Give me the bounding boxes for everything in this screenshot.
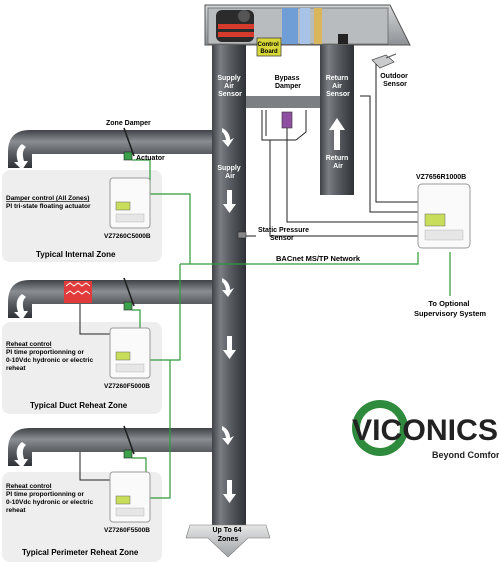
sensor-wiring bbox=[79, 64, 418, 481]
zone-controller-perimeter-reheat bbox=[109, 471, 151, 523]
air-handling-unit bbox=[204, 4, 411, 57]
supply-flow-arrows bbox=[222, 128, 236, 503]
bypass-damper-label: Bypass Damper bbox=[275, 75, 302, 90]
static-pressure-label: Static Pressure Sensor bbox=[258, 227, 311, 242]
zone-controller-internal bbox=[109, 177, 151, 229]
up-to-zones-label: Up To 64 Zones bbox=[213, 527, 244, 543]
main-controller bbox=[417, 183, 471, 249]
actuator-label: Actuator bbox=[136, 155, 165, 162]
control-board-label: Control Board bbox=[258, 42, 281, 55]
main-controller-model: VZ7656R1000B bbox=[416, 174, 466, 181]
zone-duct-perimeter-reheat bbox=[8, 428, 212, 466]
zone-duct-internal bbox=[8, 130, 212, 168]
zone-duct-reheat-title: Typical Duct Reheat Zone bbox=[30, 401, 128, 410]
logo-name: VICONICS bbox=[352, 414, 498, 447]
zone-damper-perimeter-reheat bbox=[123, 425, 135, 455]
outdoor-sensor-icon bbox=[371, 53, 397, 69]
reheat-coil bbox=[64, 281, 92, 303]
supply-air-label: Supply Air bbox=[217, 165, 242, 180]
zone-duct-duct-reheat bbox=[8, 280, 212, 318]
return-air-label: Return Air bbox=[326, 155, 351, 170]
zone-damper-internal bbox=[123, 127, 135, 157]
supervisory-label: To Optional Supervisory System bbox=[414, 299, 486, 318]
actuator-duct-reheat bbox=[123, 301, 133, 311]
bacnet-network-label: BACnet MS/TP Network bbox=[276, 254, 361, 263]
zone-perimeter-reheat-model: VZ7260F5500B bbox=[104, 527, 150, 534]
zone-damper-duct-reheat bbox=[123, 277, 135, 307]
zone-flow-arrows bbox=[14, 144, 28, 468]
viconics-logo: VICONICS Beyond Comfort bbox=[352, 400, 499, 460]
zone-internal-title: Typical Internal Zone bbox=[36, 250, 116, 259]
zone-duct-reheat-control: Reheat control PI time proportionning or… bbox=[6, 341, 95, 372]
return-flow-arrow bbox=[329, 118, 345, 150]
actuator-internal bbox=[123, 151, 133, 161]
control-board bbox=[256, 37, 282, 57]
zone-perimeter-reheat-control: Reheat control PI time proportionning or… bbox=[6, 483, 95, 514]
zone-internal-model: VZ7260C5000B bbox=[104, 233, 151, 240]
zone-internal-control: Damper control (All Zones) PI tri-state … bbox=[6, 195, 91, 210]
bypass-damper bbox=[281, 111, 293, 129]
more-zones-arrow bbox=[185, 524, 271, 558]
zone-duct-reheat-model: VZ7260F5000B bbox=[104, 383, 150, 390]
outdoor-sensor-label: Outdoor Sensor bbox=[380, 73, 410, 88]
bacnet-network-line bbox=[132, 159, 451, 499]
zone-damper-label: Zone Damper bbox=[106, 120, 151, 127]
zone-perimeter-reheat-title: Typical Perimeter Reheat Zone bbox=[22, 548, 139, 557]
bypass-duct bbox=[246, 96, 320, 108]
logo-tagline: Beyond Comfort bbox=[432, 450, 499, 460]
static-pressure-sensor bbox=[237, 231, 247, 239]
supply-air-sensor-label: Supply Air Sensor bbox=[217, 75, 242, 98]
zone-controller-duct-reheat bbox=[109, 327, 151, 379]
actuator-perimeter-reheat bbox=[123, 449, 133, 459]
return-air-sensor-label: Return Air Sensor bbox=[326, 75, 351, 98]
